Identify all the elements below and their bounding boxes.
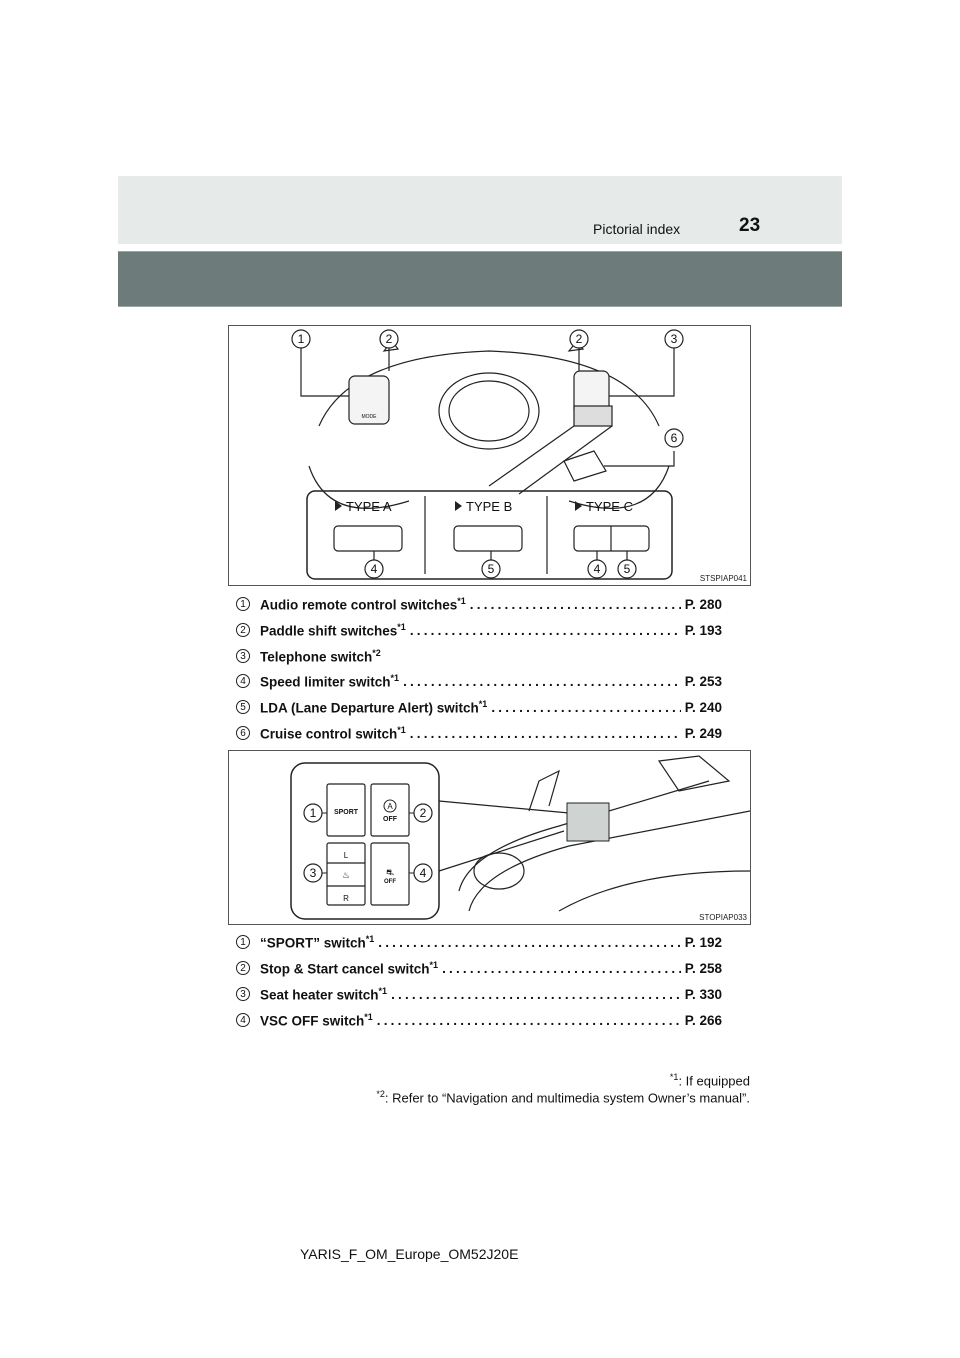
steering-wheel-illustration: 1 2 2 3 6 4 5 4 5 MODE TYPE A TYPE B TYP… (291, 329, 684, 580)
type-b-label: TYPE B (466, 499, 512, 514)
auto-stop-label: A (387, 802, 393, 811)
item-label: Speed limiter switch (260, 674, 391, 690)
footnote-mark: *1 (365, 933, 375, 944)
item-number: 4 (236, 1013, 250, 1027)
footnote-mark: *1 (429, 959, 439, 970)
callout-5: 5 (488, 562, 495, 576)
footnote-mark: *1 (669, 1072, 679, 1082)
footnote-mark: *1 (478, 698, 488, 709)
figure-code: STSPIAP041 (699, 574, 747, 583)
footnote: *1: If equipped (670, 1072, 750, 1088)
page-number: 23 (739, 215, 761, 236)
item-label: “SPORT” switch (260, 935, 366, 951)
item-label: Seat heater switch (260, 987, 379, 1003)
type-a-label: TYPE A (346, 499, 392, 514)
list-item: 1“SPORT” switch*1.......................… (236, 932, 722, 952)
footnote-text: : If equipped (678, 1073, 750, 1089)
type-c-label: TYPE C (586, 499, 633, 514)
page-ref: P. 240 (684, 699, 722, 715)
footnote-text: : Refer to “Navigation and multimedia sy… (384, 1090, 750, 1106)
footnote-mark: *1 (364, 1011, 373, 1022)
item-number: 4 (236, 674, 250, 688)
item-label: Telephone switch (260, 649, 373, 665)
steering-wheel-figure: 1 2 2 3 6 4 5 4 5 MODE TYPE A TYPE B TYP… (228, 325, 751, 586)
callout-1: 1 (298, 332, 305, 346)
item-label: Cruise control switch (260, 726, 398, 742)
footnote: *2: Refer to “Navigation and multimedia … (376, 1089, 750, 1105)
item-label: Paddle shift switches (260, 623, 398, 639)
document-id: YARIS_F_OM_Europe_OM52J20E (300, 1246, 519, 1262)
item-label: Audio remote control switches (260, 597, 458, 613)
list-item: 3 Telephone switch*2 (236, 646, 722, 666)
callout-1: 1 (310, 806, 317, 820)
vsc-off-label: OFF (384, 879, 396, 885)
callout-3: 3 (671, 332, 678, 346)
footnote-mark: *1 (378, 985, 388, 996)
footnote-mark: *2 (372, 647, 381, 658)
callout-2: 2 (576, 332, 583, 346)
page-ref: P. 192 (684, 934, 722, 950)
page-ref: P. 193 (684, 622, 722, 638)
callout-4: 4 (420, 866, 427, 880)
item-label: VSC OFF switch (260, 1013, 365, 1029)
center-console-figure: 1 2 3 4 SPORT A OFF L R ♨ ⛐ OFF STOPIAP0… (228, 750, 751, 925)
item-number: 5 (236, 700, 250, 714)
item-number: 6 (236, 726, 250, 740)
off-label: OFF (383, 816, 398, 823)
item-label: Stop & Start cancel switch (260, 961, 430, 977)
footnote-mark: *2 (376, 1089, 385, 1099)
header-band (118, 176, 842, 244)
mode-label: MODE (362, 414, 378, 420)
section-band (118, 251, 842, 307)
item-number: 1 (236, 597, 250, 611)
page-ref: P. 249 (684, 725, 722, 741)
page-ref: P. 253 (684, 673, 722, 689)
vsc-icon: ⛐ (386, 867, 394, 877)
seat-heater-icon: ♨ (342, 870, 350, 880)
callout-4: 4 (371, 562, 378, 576)
page-ref: P. 280 (684, 596, 722, 612)
footnote-mark: *1 (397, 724, 406, 735)
item-number: 1 (236, 935, 250, 949)
callout-5: 5 (624, 562, 631, 576)
callout-3: 3 (310, 866, 317, 880)
callout-2: 2 (420, 806, 427, 820)
footnote-mark: *1 (397, 621, 406, 632)
item-number: 3 (236, 649, 250, 663)
callout-2: 2 (386, 332, 393, 346)
footnote-mark: *1 (390, 672, 400, 683)
page-ref: P. 258 (684, 960, 722, 976)
auto-stop-icon (383, 799, 397, 813)
item-number: 2 (236, 961, 250, 975)
figure-code: STOPIAP033 (699, 913, 747, 922)
right-seat-label: R (343, 894, 349, 903)
footnote-mark: *1 (457, 595, 466, 606)
item-label: LDA (Lane Departure Alert) switch (260, 700, 479, 716)
callout-4: 4 (594, 562, 601, 576)
callout-6: 6 (671, 431, 678, 445)
left-seat-label: L (344, 851, 349, 860)
page-ref: P. 266 (684, 1012, 722, 1028)
center-console-illustration: 1 2 3 4 SPORT A OFF L R ♨ ⛐ OFF (290, 755, 750, 920)
item-number: 3 (236, 987, 250, 1001)
section-title: Pictorial index (593, 221, 681, 237)
item-number: 2 (236, 623, 250, 637)
sport-label: SPORT (334, 809, 359, 816)
page-ref: P. 330 (684, 986, 722, 1002)
